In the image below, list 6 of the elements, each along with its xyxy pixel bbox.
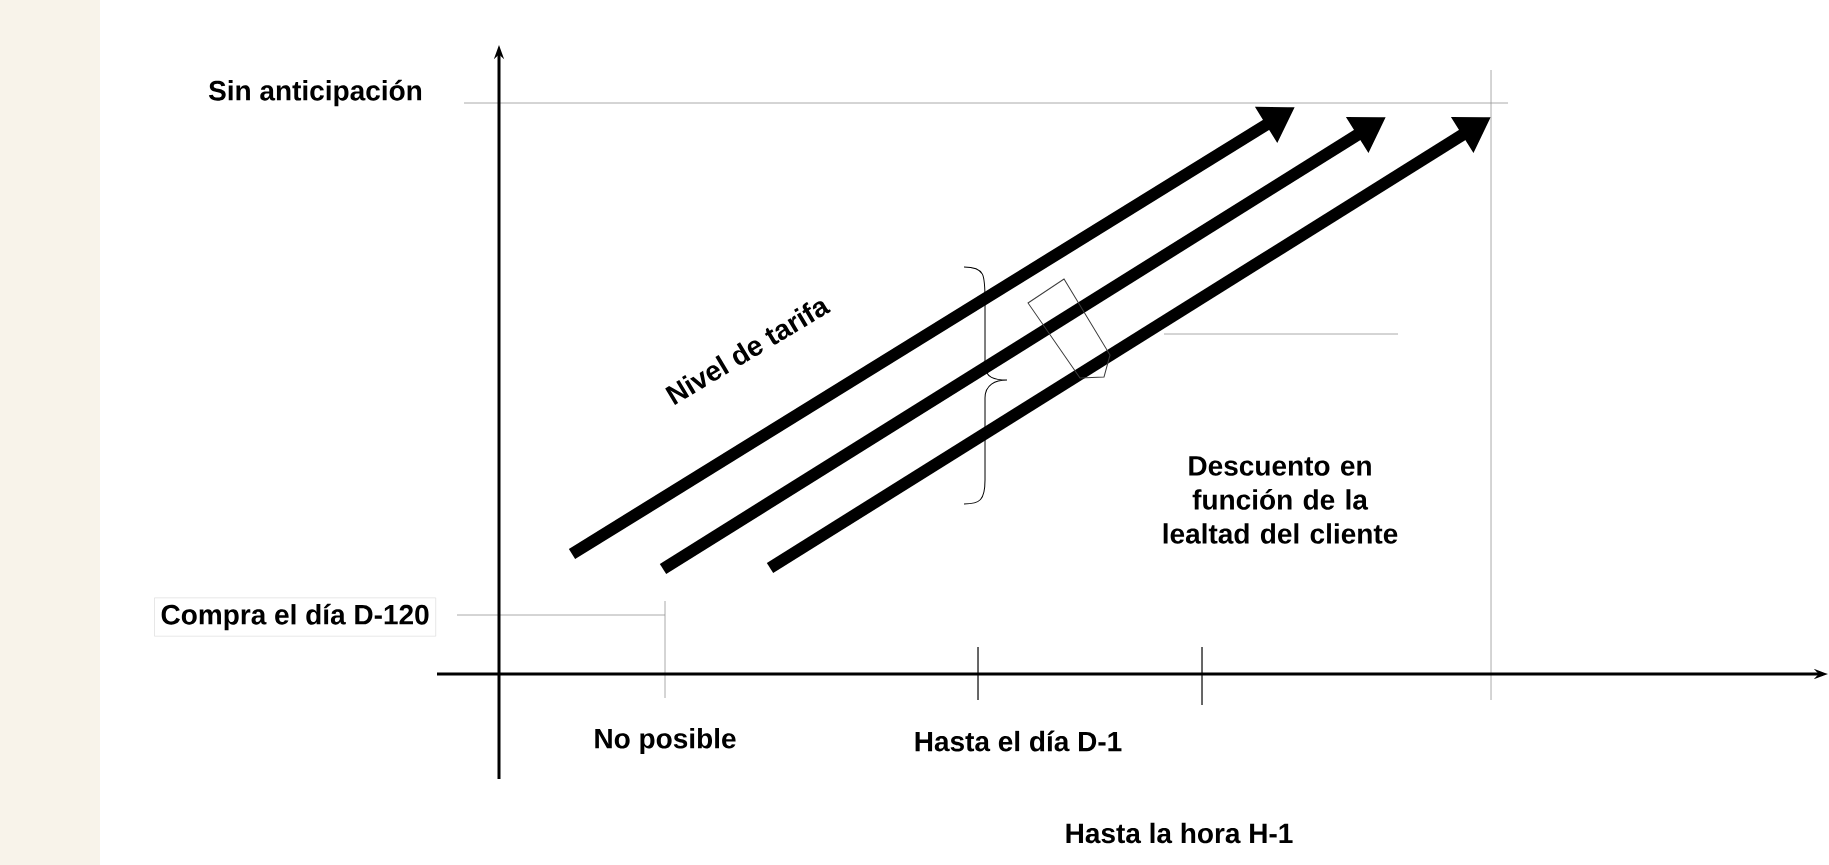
axis-label: No posible: [595, 727, 736, 755]
axis-label: Hasta el día D-1: [915, 730, 1122, 752]
annotation-text: Descuento en función de la lealtad del cliente: [1163, 456, 1398, 544]
axis-label: Sin anticipación: [208, 79, 422, 107]
axis-label: Hasta la hora H-1: [1066, 822, 1293, 844]
axis-label: Compra el día D-120: [154, 597, 436, 637]
